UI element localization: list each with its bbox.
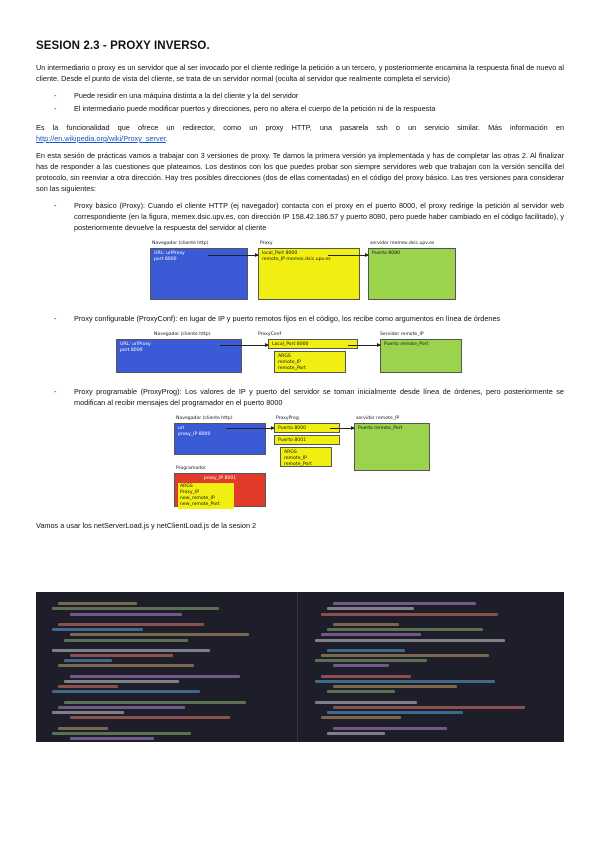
code-line bbox=[70, 716, 231, 720]
code-line bbox=[315, 659, 427, 663]
diagram-label: ProxyProg bbox=[276, 416, 299, 421]
code-line bbox=[315, 700, 418, 704]
arrow bbox=[220, 343, 269, 347]
code-line bbox=[333, 664, 389, 668]
code-line bbox=[321, 612, 499, 616]
wikipedia-link[interactable]: http://en.wikipedia.org/wiki/Proxy_serve… bbox=[36, 134, 166, 143]
code-line bbox=[64, 659, 112, 663]
code-line bbox=[321, 716, 402, 720]
intro-bullets: -Puede residir en una máquina distinta a… bbox=[36, 90, 564, 114]
server-box: Puerto 8080 bbox=[368, 248, 456, 300]
functionality-paragraph: Es la funcionalidad que ofrece un redire… bbox=[36, 123, 564, 143]
code-line bbox=[52, 731, 191, 735]
code-line bbox=[58, 664, 195, 668]
versions-list: -Proxy configurable (ProxyConf): en luga… bbox=[36, 313, 564, 324]
server-box: Puerto remote_Port bbox=[380, 339, 462, 373]
arrow bbox=[348, 343, 381, 347]
code-line bbox=[333, 705, 525, 709]
code-line bbox=[321, 654, 489, 658]
code-line bbox=[70, 654, 173, 658]
code-line bbox=[64, 638, 189, 642]
code-line bbox=[58, 685, 118, 689]
code-line bbox=[333, 622, 399, 626]
code-line bbox=[52, 607, 220, 611]
code-line bbox=[70, 737, 154, 741]
code-line bbox=[327, 648, 405, 652]
code-line bbox=[321, 633, 421, 637]
code-line bbox=[327, 731, 386, 735]
code-line bbox=[70, 633, 250, 637]
arrow bbox=[208, 253, 259, 257]
outro-paragraph: Vamos a usar los netServerLoad.js y netC… bbox=[36, 521, 257, 530]
diagram-label: Navegador (cliente http) bbox=[176, 416, 233, 421]
diagram-proxy-basic: Navegador (cliente http) Proxy servidor … bbox=[36, 241, 564, 303]
diagram-proxy-conf: Navegador (cliente http) ProxyConf Servi… bbox=[36, 332, 564, 376]
code-line bbox=[64, 700, 246, 704]
server-box: Puerto remote_Port bbox=[354, 423, 430, 471]
code-line bbox=[315, 638, 505, 642]
code-line bbox=[315, 680, 495, 683]
code-line bbox=[321, 674, 411, 678]
code-line bbox=[327, 628, 483, 632]
page-title: SESION 2.3 - PROXY INVERSO. bbox=[36, 40, 210, 52]
code-line bbox=[327, 711, 464, 715]
list-item-proxy-basic: -Proxy básico (Proxy): Cuando el cliente… bbox=[54, 201, 564, 232]
list-item-proxy-prog: -Proxy programable (ProxyProg): Los valo… bbox=[54, 387, 564, 407]
versions-list: -Proxy programable (ProxyProg): Los valo… bbox=[36, 386, 564, 408]
versions-list: -Proxy básico (Proxy): Cuando el cliente… bbox=[36, 200, 564, 233]
code-line bbox=[52, 648, 210, 652]
arrow bbox=[226, 426, 275, 430]
list-item-proxy-conf: -Proxy configurable (ProxyConf): en luga… bbox=[54, 314, 501, 323]
code-line bbox=[64, 680, 179, 683]
document-page: SESION 2.3 - PROXY INVERSO. Un intermedi… bbox=[36, 40, 564, 537]
code-line bbox=[58, 602, 137, 606]
diagram-label: Servidor remote_IP bbox=[380, 332, 424, 337]
code-line bbox=[333, 602, 477, 606]
editor-pane-right bbox=[299, 592, 564, 742]
code-line bbox=[58, 726, 109, 730]
code-line bbox=[333, 726, 448, 730]
list-item: -Puede residir en una máquina distinta a… bbox=[54, 91, 299, 100]
diagram-label: Proxy bbox=[260, 241, 273, 246]
code-line bbox=[327, 607, 415, 611]
session-paragraph: En esta sesión de prácticas vamos a trab… bbox=[36, 151, 564, 193]
diagram-label: Navegador (cliente http) bbox=[154, 332, 211, 337]
list-item: -El intermediario puede modificar puerto… bbox=[54, 104, 436, 113]
intro-paragraph: Un intermediario o proxy es un servidor … bbox=[36, 63, 564, 83]
diagram-label: servidor remote_IP bbox=[356, 416, 400, 421]
arrow bbox=[330, 426, 355, 430]
diagram-label: Programador bbox=[176, 466, 206, 471]
diagram-label: servidor memex.dsic.upv.es bbox=[370, 241, 435, 246]
code-editor-screenshot bbox=[36, 592, 564, 742]
proxy-port-8001-box: Puerto 8001 bbox=[274, 435, 340, 445]
diagram-label: ProxyConf bbox=[258, 332, 282, 337]
arrow bbox=[328, 253, 369, 257]
code-line bbox=[327, 690, 396, 694]
diagram-proxy-prog: Navegador (cliente http) ProxyProg servi… bbox=[36, 416, 564, 510]
code-line bbox=[58, 705, 185, 709]
code-line bbox=[70, 612, 183, 616]
code-line bbox=[52, 628, 143, 632]
code-line bbox=[52, 711, 124, 715]
code-line bbox=[333, 685, 457, 689]
code-line bbox=[58, 622, 204, 626]
code-line bbox=[52, 690, 201, 694]
editor-pane-left bbox=[36, 592, 298, 742]
proxy-port-box: Local_Port 8000 bbox=[268, 339, 358, 349]
code-line bbox=[70, 674, 240, 678]
diagram-label: Navegador (cliente http) bbox=[152, 241, 209, 246]
